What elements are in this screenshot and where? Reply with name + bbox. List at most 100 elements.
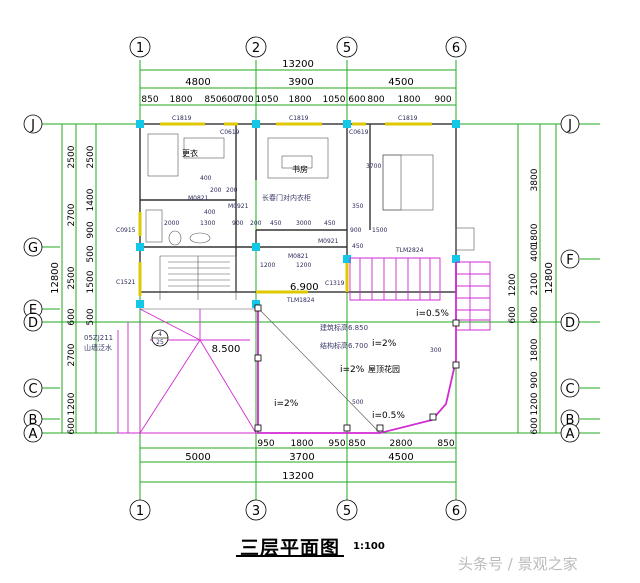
dim-left-outer: 2500 bbox=[67, 145, 77, 168]
right-dimensions: 12800 3800 1800 400 2100 600 1800 900 12… bbox=[508, 168, 555, 434]
bottom-dimensions: 950 1800 950 850 2800 850 5000 3700 4500… bbox=[185, 439, 455, 482]
dim-left-outer: 2500 bbox=[67, 266, 77, 289]
axis-label-bottom-3: 3 bbox=[252, 504, 260, 519]
title-underline bbox=[236, 555, 344, 557]
inner-dim: 400 bbox=[204, 209, 216, 216]
drawing-scale: 1:100 bbox=[353, 541, 385, 552]
roof-outline bbox=[117, 308, 257, 434]
axis-label-left-E: E bbox=[29, 303, 37, 318]
axis-label-right-A: A bbox=[566, 427, 575, 442]
dim-bottom-seg: 950 bbox=[257, 439, 274, 449]
corridor-elevation: 6.900 bbox=[290, 282, 319, 293]
terrace-name: 屋顶花园 bbox=[368, 364, 400, 374]
dim-right-outer: 1800 bbox=[530, 223, 540, 246]
window-tag: C0619 bbox=[220, 129, 240, 136]
axis-label-bottom-6: 6 bbox=[452, 504, 460, 519]
axis-label-left-D: D bbox=[28, 316, 38, 331]
dim-left-outer: 2700 bbox=[67, 203, 77, 226]
left-dimensions: 12800 2500 2700 2500 600 2700 1200 600 2… bbox=[50, 145, 96, 434]
dim-top-seg: 850 bbox=[141, 95, 158, 105]
dim-left-inner: 500 bbox=[86, 308, 96, 325]
watermark: 头条号 / 景观之家 bbox=[458, 555, 578, 573]
axis-label-left-J: J bbox=[30, 118, 35, 133]
detail-number: 4 bbox=[158, 331, 162, 338]
axis-label-left-C: C bbox=[28, 382, 37, 397]
dim-left-inner: 1400 bbox=[86, 188, 96, 211]
inner-dim: 1300 bbox=[200, 220, 215, 227]
dim-top-seg: 1050 bbox=[323, 95, 346, 105]
axis-label-top-2: 2 bbox=[252, 41, 260, 56]
inner-dim: 500 bbox=[352, 399, 364, 406]
window-tag: C1819 bbox=[289, 115, 309, 122]
door-tag: M0921 bbox=[228, 203, 249, 210]
dim-top-seg: 700 bbox=[236, 95, 253, 105]
dim-top-seg: 1800 bbox=[170, 95, 193, 105]
dim-right-outer: 900 bbox=[530, 371, 540, 388]
interior-dimensions: 2000 1300 900 200 450 3000 450 400 1200 … bbox=[164, 163, 442, 406]
dim-bottom-mid: 5000 bbox=[185, 452, 210, 463]
room-label-study: 书房 bbox=[292, 164, 308, 174]
dim-top-seg: 1050 bbox=[256, 95, 279, 105]
windows bbox=[138, 122, 432, 296]
axis-label-bottom-5: 5 bbox=[343, 504, 351, 519]
inner-dim: 2000 bbox=[164, 220, 179, 227]
dim-left-outer: 600 bbox=[67, 308, 77, 325]
door-tag: M0821 bbox=[188, 195, 209, 202]
axis-label-top-6: 6 bbox=[452, 41, 460, 56]
dim-right-outer: 3800 bbox=[530, 168, 540, 191]
door-tag: TLM2824 bbox=[395, 247, 424, 254]
inner-dim: 450 bbox=[270, 220, 282, 227]
dim-top-seg: 600 bbox=[221, 95, 238, 105]
dim-top-seg: 1800 bbox=[289, 95, 312, 105]
axis-label-top-5: 5 bbox=[343, 41, 351, 56]
door-tag: TLM1824 bbox=[286, 297, 315, 304]
dim-right-outer: 1800 bbox=[530, 338, 540, 361]
dim-left-total: 12800 bbox=[50, 262, 61, 294]
axis-label-left-G: G bbox=[28, 241, 38, 256]
door-tag: M0821 bbox=[288, 253, 309, 260]
dim-left-outer: 1200 bbox=[67, 392, 77, 415]
inner-dim: 400 bbox=[200, 175, 212, 182]
window-tag: C1819 bbox=[172, 115, 192, 122]
inner-dim: 200 bbox=[210, 187, 222, 194]
closet-note: 长春门对内衣柜 bbox=[262, 193, 311, 202]
window-tags: C1819 C0619 C1819 C0619 C1819 C0915 M082… bbox=[116, 115, 424, 304]
detail-ref: 05ZJ211 bbox=[84, 334, 113, 342]
dim-top-seg: 600 bbox=[348, 95, 365, 105]
axis-label-bottom-1: 1 bbox=[136, 504, 144, 519]
window-tag: C1319 bbox=[325, 280, 345, 287]
dim-top-mid: 3900 bbox=[288, 77, 313, 88]
detail-sub: 25 bbox=[156, 339, 164, 346]
dim-left-inner: 500 bbox=[86, 245, 96, 262]
dim-right-outer: 1200 bbox=[530, 392, 540, 415]
inner-dim: 300 bbox=[430, 347, 442, 354]
dim-right-outer: 600 bbox=[530, 306, 540, 323]
slope-label: i=0.5% bbox=[372, 411, 405, 421]
terrace bbox=[254, 257, 491, 434]
inner-dim: 3000 bbox=[296, 220, 311, 227]
inner-dim: 1500 bbox=[372, 227, 387, 234]
dim-top-seg: 900 bbox=[434, 95, 451, 105]
dim-left-inner: 1500 bbox=[86, 270, 96, 293]
room-label-dressing: 更衣 bbox=[182, 148, 198, 158]
dim-left-outer: 600 bbox=[67, 417, 77, 434]
dim-bottom-mid: 4500 bbox=[388, 452, 413, 463]
dim-bottom-seg: 1800 bbox=[291, 439, 314, 449]
door-tag: M0921 bbox=[318, 238, 339, 245]
slope-label: i=2% bbox=[274, 399, 299, 409]
inner-dim: 3700 bbox=[366, 163, 381, 170]
axis-label-right-F: F bbox=[566, 253, 573, 268]
inner-dim: 450 bbox=[352, 243, 364, 250]
top-dimensions: 13200 4800 3900 4500 850 1800 850 600 70… bbox=[141, 59, 451, 105]
window-tag: C0619 bbox=[349, 129, 369, 136]
columns bbox=[136, 120, 460, 308]
dim-right-inner: 1200 bbox=[508, 273, 518, 296]
terrace-elevation-struct: 结构标高6.700 bbox=[320, 341, 368, 350]
dim-top-seg: 850 bbox=[204, 95, 221, 105]
dim-top-seg: 800 bbox=[367, 95, 384, 105]
axis-label-left-B: B bbox=[29, 413, 38, 428]
dim-bottom-seg: 850 bbox=[437, 439, 454, 449]
inner-dim: 1200 bbox=[296, 262, 311, 269]
dim-top-mid: 4800 bbox=[185, 77, 210, 88]
